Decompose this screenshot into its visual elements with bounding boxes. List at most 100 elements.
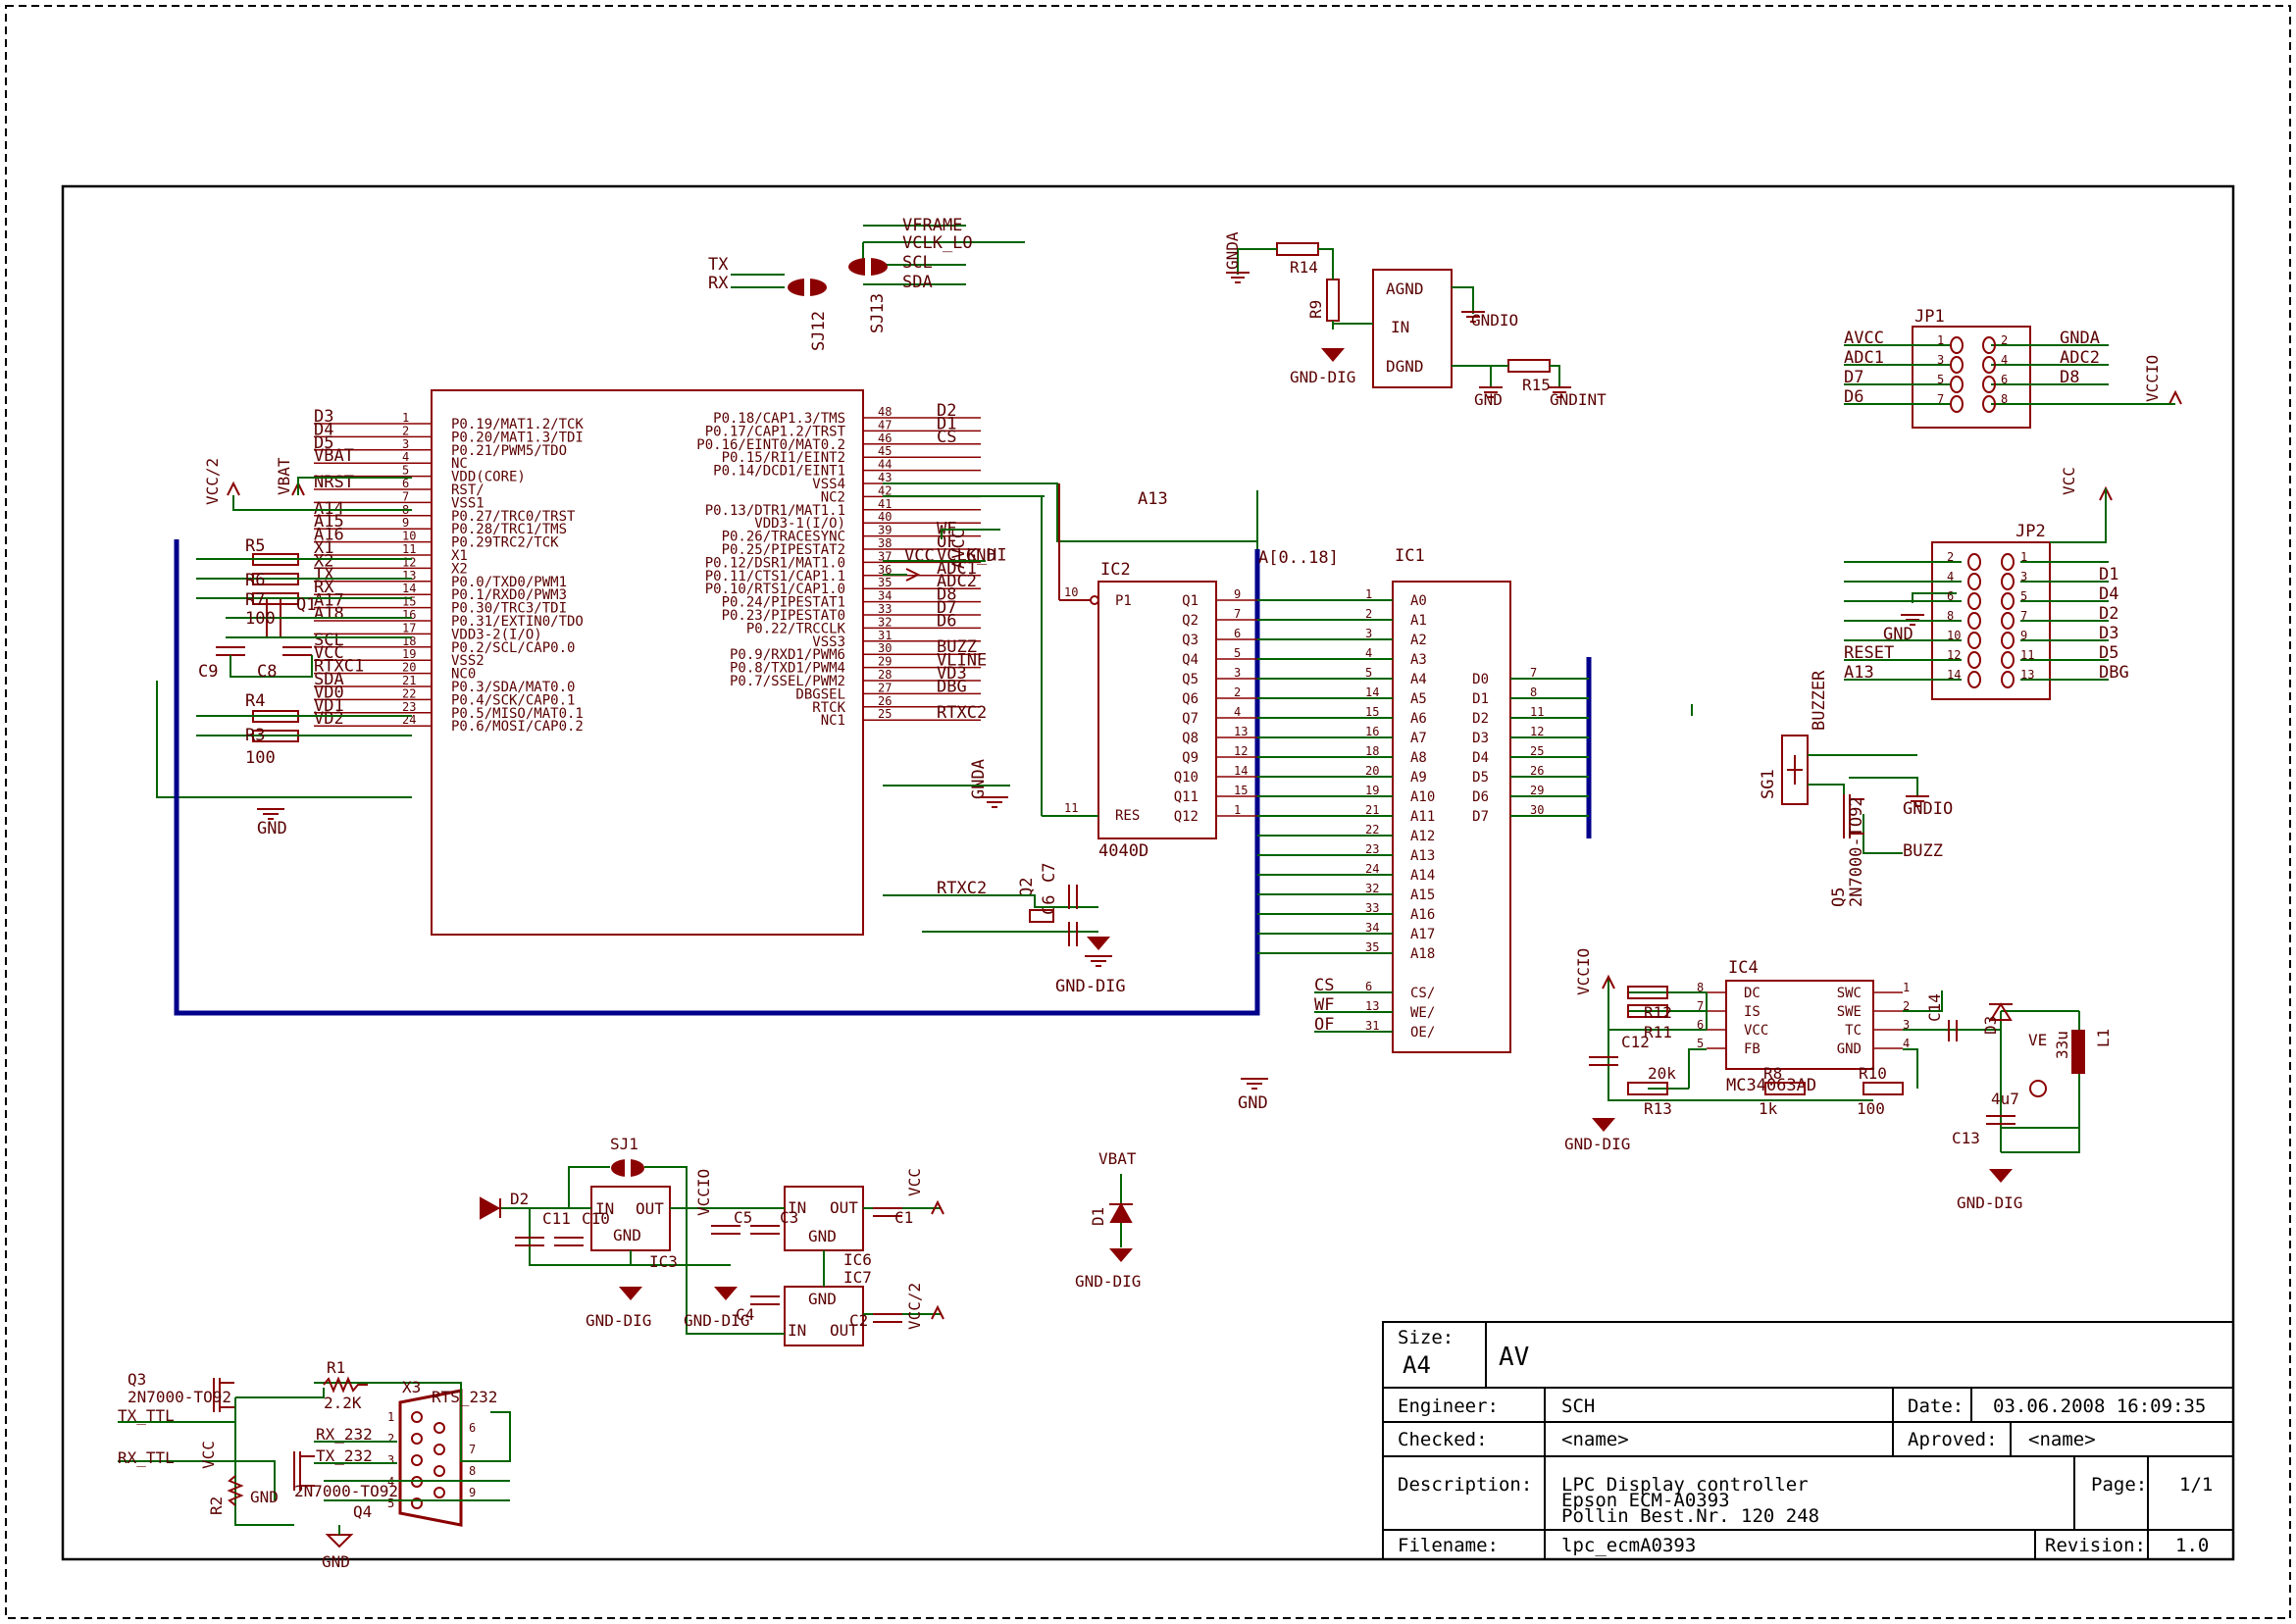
ic2-output-name: Q2 [1182, 613, 1199, 629]
mcu-pin-num: 28 [878, 668, 892, 682]
jp1-net: GNDA [2060, 329, 2100, 348]
ic2-output-num: 13 [1234, 725, 1248, 738]
gnd-dig-label-3: GND-DIG [1075, 1272, 1141, 1291]
mcu-pin-num: 17 [402, 621, 416, 634]
supply-arrow-icon [1602, 974, 1615, 990]
ic2-output-name: Q5 [1182, 672, 1199, 687]
gndint-label: GNDINT [1550, 390, 1607, 409]
mcu-pin-num: 4 [402, 450, 409, 464]
revision-value: 1.0 [2175, 1535, 2209, 1556]
splitter-body [1372, 269, 1453, 388]
ground-symbol-icon [1479, 386, 1503, 398]
ic7-gnd: GND [808, 1290, 837, 1308]
ic1-address-num: 34 [1365, 921, 1379, 935]
mcu-pin-num: 14 [402, 582, 416, 595]
ic1-address-num: 33 [1365, 901, 1379, 915]
rtxc2-label: RTXC2 [937, 879, 987, 898]
mcu-net-label: D3 [314, 407, 333, 427]
jp1-pin-icon [1950, 376, 1964, 393]
ic2-res-num: 11 [1064, 801, 1078, 815]
mcu-lpc: P0.19/MAT1.2/TCK1D3P0.20/MAT1.3/TDI2D4P0… [314, 389, 1007, 936]
jp1-net: ADC1 [1844, 348, 1884, 368]
mcu-pin-name: P0.21/PWM5/TDO [451, 443, 567, 459]
mcu-pin-name: P0.0/TXD0/PWM1 [451, 575, 567, 590]
wire [883, 894, 1098, 908]
c4-label: C4 [736, 1305, 754, 1324]
jp1-net: D7 [1844, 368, 1863, 387]
jp1-net: D8 [2060, 368, 2079, 387]
mcu-net-label: VCC [314, 643, 344, 663]
ground-symbol-icon [1085, 955, 1112, 967]
ic1-address-num: 19 [1365, 784, 1379, 797]
mcu-pin-num: 13 [402, 569, 416, 583]
mcu-net-label: BUZZ [937, 637, 977, 657]
mcu-pin-num: 25 [878, 707, 892, 721]
sg1-label: SG1 [1759, 769, 1778, 799]
mcu-pin-num: 47 [878, 418, 892, 431]
buzz-label: BUZZ [1903, 841, 1943, 861]
c4-capacitor-icon [750, 1295, 780, 1305]
mcu-net-label: CS [937, 428, 956, 447]
mcu-net-label: VBAT [314, 446, 354, 466]
r1-label: R1 [327, 1358, 345, 1377]
ic1-address-name: A9 [1410, 770, 1427, 786]
gnd-label: GND [250, 1488, 279, 1506]
r1-resistor-icon [323, 1376, 368, 1394]
mcu-net-label: SDA [314, 670, 344, 689]
jp2-pin-icon [1967, 612, 1981, 630]
r11-resistor-icon [1627, 1004, 1668, 1018]
ic1-data-num: 26 [1530, 764, 1544, 778]
gnd-label: GND [1474, 390, 1503, 409]
vbat-label: VBAT [275, 457, 293, 495]
ic4-pin-name: FB [1744, 1041, 1760, 1057]
c13-val: 4u7 [1991, 1090, 2019, 1108]
ic4-value: MC34063AD [1726, 1076, 1816, 1095]
mcu-pin-num: 2 [402, 424, 409, 437]
mcu-pin-num: 38 [878, 536, 892, 550]
gnd-dig-label-1: GND-DIG [1564, 1135, 1630, 1153]
tx232-label: TX_232 [316, 1446, 373, 1465]
mcu-pin-name: P0.3/SDA/MAT0.0 [451, 680, 575, 695]
q1-label: Q1 [296, 595, 316, 615]
mcu-pin-name: P0.26/TRACESYNC [722, 530, 845, 545]
jp1-pin-num: 1 [1937, 333, 1944, 347]
mcu-pin-name: P0.9/RXD1/PWM6 [730, 647, 845, 663]
ic3-in: IN [595, 1199, 614, 1218]
mcu-net-label: VLINE [937, 651, 987, 671]
q4-value: 2N7000-TO92 [294, 1482, 398, 1500]
x3-pin-icon [434, 1444, 445, 1455]
q3-label: Q3 [128, 1370, 146, 1389]
mcu-pin-name: NC2 [821, 489, 845, 505]
mcu-pin-name: P0.4/SCK/CAP0.1 [451, 692, 575, 708]
jp2-pin-icon [1967, 553, 1981, 571]
mcu-pin-name: P0.5/MISO/MAT0.1 [451, 706, 584, 722]
ic3-gnd: GND [613, 1226, 641, 1244]
jp1-pin-num: 2 [2001, 333, 2008, 347]
sg1-buzzer-icon [1781, 735, 1809, 805]
jp1-name: JP1 [1914, 307, 1945, 327]
ic1-address-name: A18 [1410, 946, 1435, 962]
c2-label: C2 [849, 1311, 868, 1330]
ic1-data-num: 29 [1530, 784, 1544, 797]
r7-label: R7 [245, 590, 265, 610]
jp1-pin-icon [1982, 376, 1996, 393]
ground-symbol-icon [1226, 272, 1250, 283]
jp2-name: JP2 [2015, 522, 2046, 541]
ic1-control-num: 6 [1365, 980, 1372, 993]
wire [226, 617, 412, 638]
jp1-pin-icon [1982, 356, 1996, 374]
d1-diode-icon [1109, 1201, 1133, 1223]
c13-label: C13 [1952, 1129, 1980, 1147]
jp2-pin-num: 5 [2020, 589, 2027, 603]
jp1-pin-num: 6 [2001, 373, 2008, 386]
vclk-lo-net: VCLK_LO [902, 233, 973, 253]
outer-dashed-border [5, 5, 2291, 1619]
c6-capacitor-icon [1068, 922, 1078, 946]
mcu-net-label: VD2 [314, 709, 344, 729]
mcu-pin-name: P0.7/SSEL/PWM2 [730, 674, 845, 689]
jp1-pin-num: 5 [1937, 373, 1944, 386]
ic2-res: RES [1115, 808, 1140, 824]
r2-resistor-icon [227, 1475, 244, 1506]
